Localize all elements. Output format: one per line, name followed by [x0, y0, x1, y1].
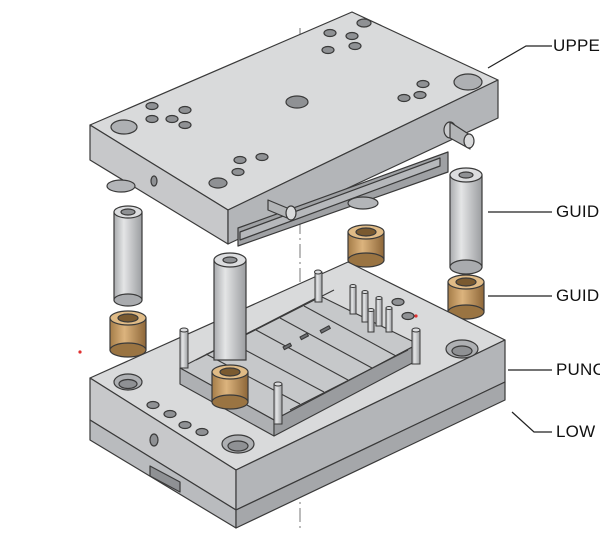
callout-upper: UPPE [553, 36, 600, 55]
guide-post-right [449, 167, 483, 275]
pilot-pins [179, 269, 421, 425]
callout-guide-bushing: GUID [556, 286, 600, 305]
guide-bushing-front [211, 364, 249, 410]
marker-dot [414, 314, 418, 318]
guide-bushing-right [447, 274, 485, 320]
callout-punch: PUNC [556, 360, 600, 379]
guide-bushing-center [347, 224, 385, 268]
callout-guide-post: GUID [556, 202, 600, 221]
callout-lower: LOW [556, 422, 596, 441]
guide-post-center [213, 252, 247, 361]
upper-die-shoe [89, 11, 499, 247]
leader-lines [487, 45, 552, 433]
marker-dot [78, 350, 82, 354]
guide-bushing-left [109, 310, 147, 358]
guide-post-left [113, 205, 143, 307]
